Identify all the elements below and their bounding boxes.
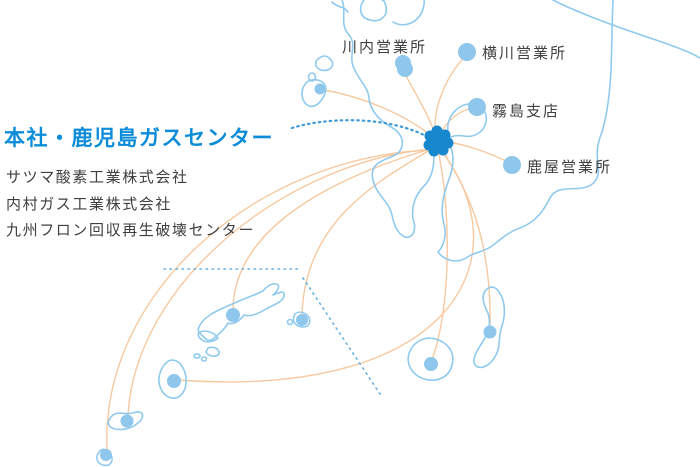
island-outlines (96, 55, 506, 467)
island-dot (296, 314, 308, 326)
island-dot (424, 357, 438, 371)
connector-lines (106, 55, 511, 451)
location-dots (100, 43, 521, 461)
office-dot-kawauchi (395, 55, 413, 77)
island-dot (167, 374, 181, 388)
office-label-yokogawa: 横川営業所 (482, 45, 568, 62)
island-dot (120, 414, 134, 428)
island-dot (314, 83, 326, 95)
boundary-dotted-line (163, 268, 383, 398)
office-label-kawauchi: 川内営業所 (342, 39, 428, 56)
office-dot-kirishima (468, 98, 486, 116)
island-dot (483, 325, 497, 339)
office-label-kanoya: 鹿屋営業所 (527, 159, 613, 176)
group-company-1: サツマ酸素工業株式会社 (6, 169, 189, 186)
group-company-3: 九州フロン回収再生破壊センター (6, 222, 256, 239)
group-company-2: 内村ガス工業株式会社 (6, 196, 173, 213)
office-label-kirishima: 霧島支店 (492, 103, 561, 120)
office-dot-kanoya (503, 156, 521, 174)
office-dot-yokogawa (458, 43, 476, 61)
hq-hub-marker (423, 125, 454, 157)
hq-leader-dotted-line (290, 119, 426, 137)
hq-title: 本社・鹿児島ガスセンター (4, 127, 274, 150)
coastline-mainland (331, 0, 700, 262)
island-dot (100, 449, 112, 461)
coastline-northeast (552, 0, 700, 59)
island-dot (226, 308, 240, 322)
